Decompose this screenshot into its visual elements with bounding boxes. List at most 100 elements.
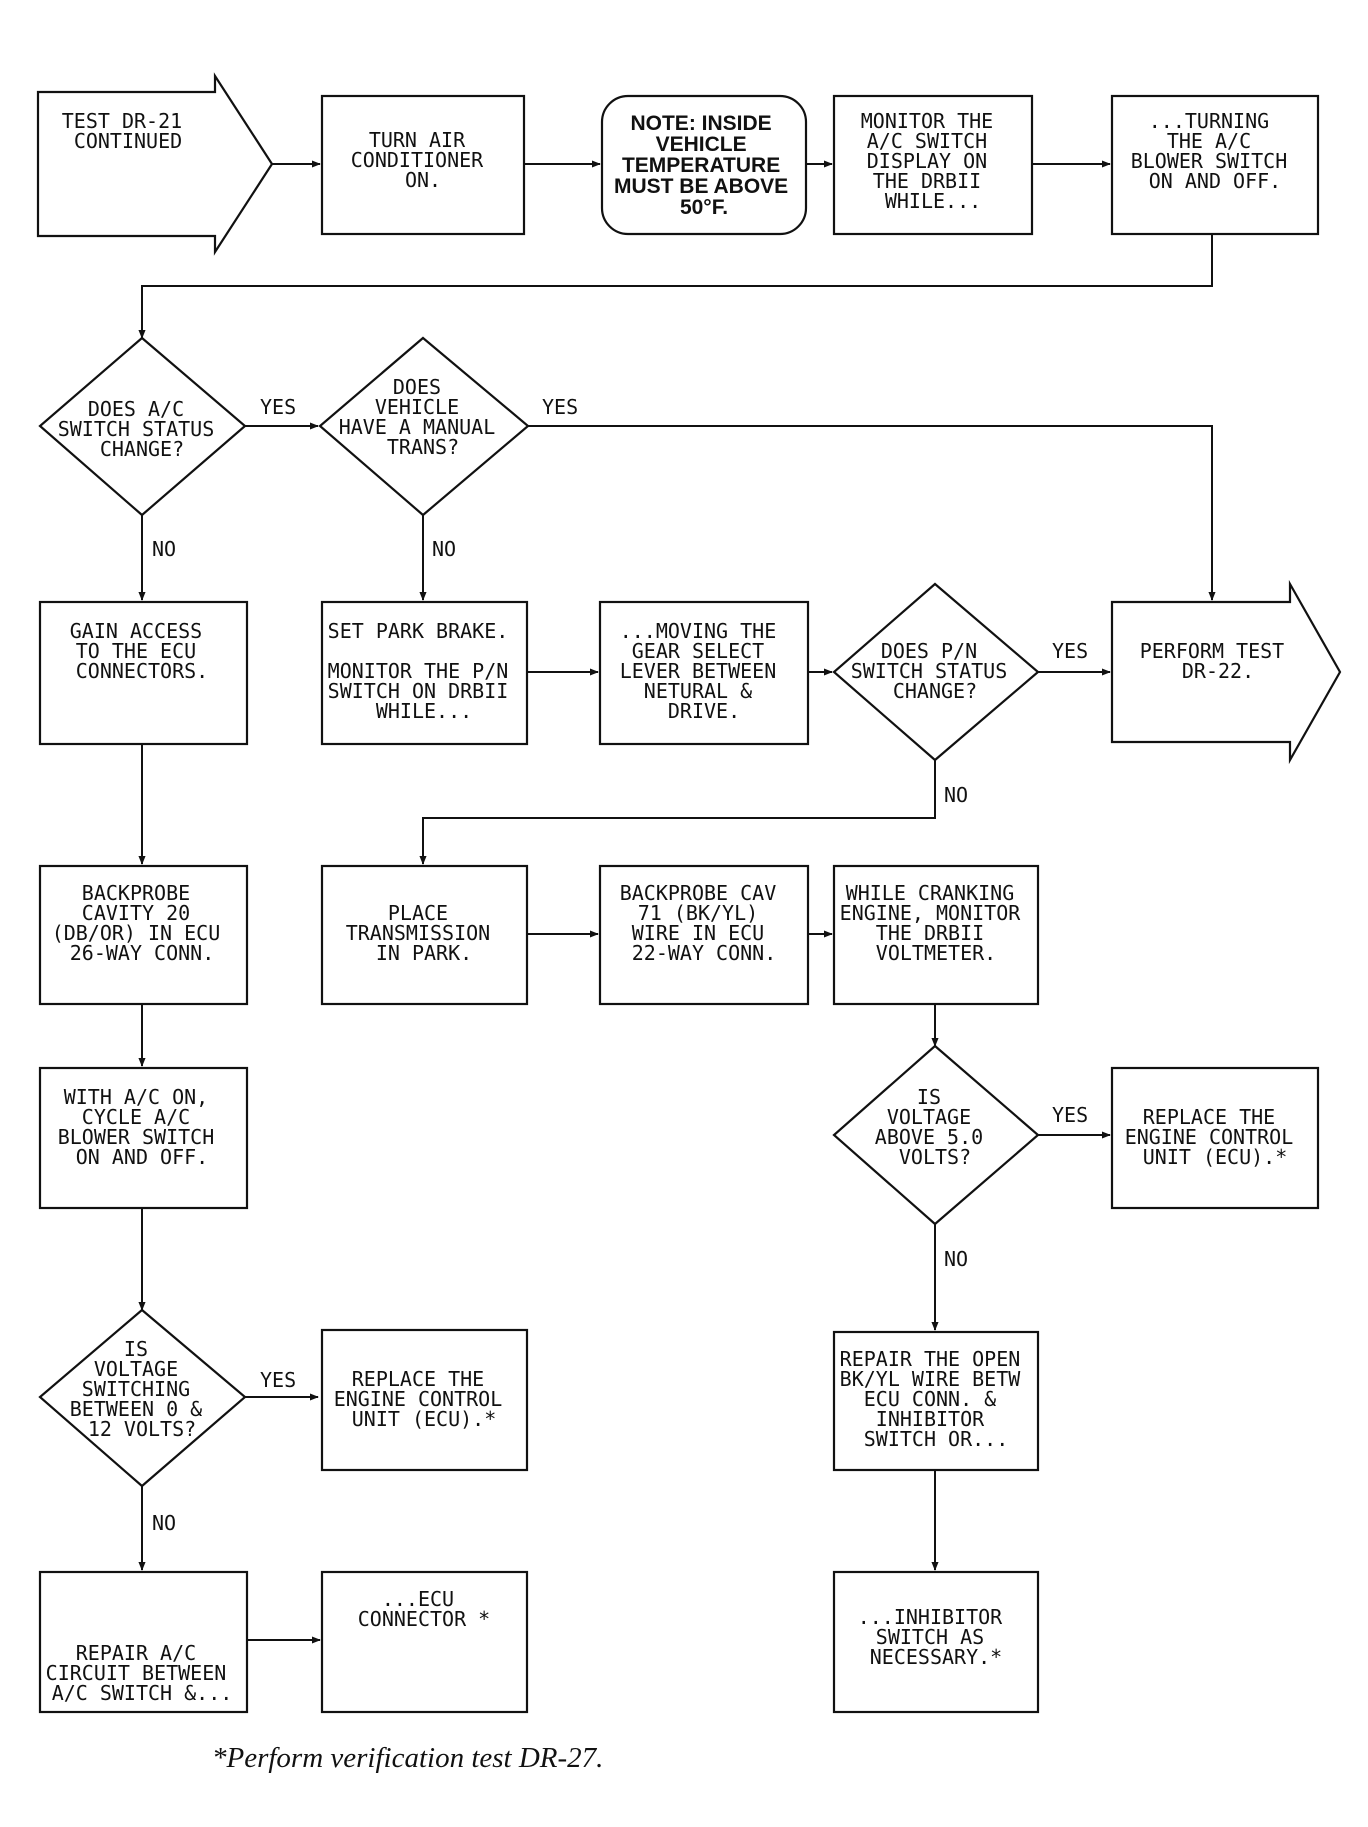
ecu-connector-box — [320, 1570, 529, 1714]
gain-access-text: GAIN ACCESS TO THE ECU CONNECTORS. — [70, 619, 215, 683]
backprobe71-line: WIRE IN ECU — [632, 921, 764, 945]
backprobe20-line: (DB/OR) IN ECU — [52, 921, 221, 945]
edge-manual-yes — [528, 425, 1216, 601]
repair-ac-line: REPAIR A/C — [76, 1641, 196, 1665]
park-brake-line: SET PARK BRAKE. — [328, 619, 509, 643]
label-yes-manual: YES — [542, 395, 578, 419]
ac-status-line: SWITCH STATUS — [58, 417, 215, 441]
voltage-5-line: ABOVE 5.0 — [875, 1125, 983, 1149]
manual-trans-line: VEHICLE — [375, 395, 459, 419]
note-line: TEMPERATURE — [622, 154, 780, 177]
moving-gear-line: ...MOVING THE — [620, 619, 777, 643]
edge-labels: YES YES NO NO YES NO YES NO YES NO — [152, 395, 1088, 1535]
place-trans-line: IN PARK. — [376, 941, 472, 965]
inhibitor-line: ...INHIBITOR — [858, 1605, 1003, 1629]
footnote: *Perform verification test DR-27. — [212, 1742, 603, 1774]
cycle-blower-box — [38, 1066, 249, 1210]
note-text: NOTE: INSIDE VEHICLE TEMPERATURE MUST BE… — [614, 112, 794, 219]
start-text: TEST DR-21 CONTINUED — [62, 109, 194, 153]
monitor-ac-text: MONITOR THE A/C SWITCH DISPLAY ON THE DR… — [861, 109, 1006, 213]
cycle-blower-text: WITH A/C ON, CYCLE A/C BLOWER SWITCH ON … — [58, 1085, 227, 1169]
manual-trans-line: HAVE A MANUAL — [339, 415, 496, 439]
monitor-ac-line: THE DRBII — [873, 169, 981, 193]
repair-ac-text: REPAIR A/C CIRCUIT BETWEEN A/C SWITCH &.… — [46, 1641, 239, 1705]
inhibitor-box — [832, 1570, 1040, 1714]
voltage-5-text: IS VOLTAGE ABOVE 5.0 VOLTS? — [875, 1085, 995, 1169]
connectors — [138, 160, 1216, 1644]
gain-access-line: GAIN ACCESS — [70, 619, 202, 643]
label-no-switching: NO — [152, 1511, 176, 1535]
replace-ecu-right-line: UNIT (ECU).* — [1143, 1145, 1288, 1169]
moving-gear-line: LEVER BETWEEN — [620, 659, 777, 683]
edge-pn-no — [419, 760, 936, 865]
replace-ecu-left-line: ENGINE CONTROL — [334, 1387, 503, 1411]
repair-open-line: REPAIR THE OPEN — [840, 1347, 1021, 1371]
repair-open-line: SWITCH OR... — [864, 1427, 1009, 1451]
edge-turning-acstatus — [138, 234, 1213, 339]
moving-gear-line: NETURAL & — [644, 679, 752, 703]
replace-ecu-left-box — [320, 1328, 529, 1472]
backprobe71-line: 22-WAY CONN. — [632, 941, 777, 965]
monitor-ac-box — [832, 94, 1034, 236]
gain-access-box — [38, 600, 249, 746]
repair-ac-box — [38, 1570, 249, 1714]
repair-ac-line: A/C SWITCH &... — [52, 1681, 233, 1705]
backprobe71-line: BACKPROBE CAV — [620, 881, 777, 905]
turn-ac-box — [320, 94, 526, 236]
perform-dr22-text: PERFORM TEST DR-22. — [1140, 639, 1297, 683]
ecu-connector-line: CONNECTOR * — [358, 1607, 490, 1631]
repair-open-text: REPAIR THE OPEN BK/YL WIRE BETW ECU CONN… — [840, 1347, 1033, 1451]
moving-gear-box — [598, 600, 810, 746]
manual-trans-text: DOES VEHICLE HAVE A MANUAL TRANS? — [339, 375, 508, 459]
manual-trans-diamond — [318, 336, 530, 517]
monitor-ac-line: MONITOR THE — [861, 109, 993, 133]
voltage-switching-text: IS VOLTAGE SWITCHING BETWEEN 0 & 12 VOLT… — [70, 1337, 215, 1441]
note-box — [600, 94, 808, 236]
cranking-line: THE DRBII — [876, 921, 984, 945]
ac-status-text: DOES A/C SWITCH STATUS CHANGE? — [58, 397, 227, 461]
cycle-blower-line: BLOWER SWITCH — [58, 1125, 215, 1149]
inhibitor-line: NECESSARY.* — [870, 1645, 1002, 1669]
voltage-switching-line: 12 VOLTS? — [88, 1417, 196, 1441]
repair-open-line: INHIBITOR — [876, 1407, 985, 1431]
label-no-pn: NO — [944, 783, 968, 807]
ac-status-line: DOES A/C — [88, 397, 184, 421]
repair-ac-line: CIRCUIT BETWEEN — [46, 1661, 227, 1685]
park-brake-box — [320, 600, 529, 746]
replace-ecu-left-text: REPLACE THE ENGINE CONTROL UNIT (ECU).* — [334, 1367, 515, 1431]
label-yes-acstatus: YES — [260, 395, 296, 419]
replace-ecu-left-line: UNIT (ECU).* — [352, 1407, 497, 1431]
pn-status-text: DOES P/N SWITCH STATUS CHANGE? — [851, 639, 1020, 703]
cranking-box — [832, 864, 1040, 1006]
voltage-5-line: VOLTAGE — [887, 1105, 971, 1129]
manual-trans-line: TRANS? — [387, 435, 459, 459]
park-brake-line: MONITOR THE P/N — [328, 659, 509, 683]
park-brake-line: WHILE... — [376, 699, 472, 723]
label-no-manual: NO — [432, 537, 456, 561]
perform-dr22-line: PERFORM TEST — [1140, 639, 1285, 663]
park-brake-text: SET PARK BRAKE. MONITOR THE P/N SWITCH O… — [328, 619, 521, 723]
replace-ecu-left-line: REPLACE THE — [352, 1367, 484, 1391]
label-no-acstatus: NO — [152, 537, 176, 561]
gain-access-line: CONNECTORS. — [76, 659, 208, 683]
voltage-switching-line: BETWEEN 0 & — [70, 1397, 202, 1421]
label-no-voltage: NO — [944, 1247, 968, 1271]
cycle-blower-line: ON AND OFF. — [76, 1145, 208, 1169]
perform-dr22-line: DR-22. — [1182, 659, 1254, 683]
label-yes-switching: YES — [260, 1368, 296, 1392]
replace-ecu-right-box — [1110, 1066, 1320, 1210]
manual-trans-line: DOES — [393, 375, 441, 399]
node-texts: TEST DR-21 CONTINUED TURN AIR CONDITIONE… — [46, 109, 1297, 1705]
turning-blower-line: ON AND OFF. — [1149, 169, 1281, 193]
cycle-blower-line: CYCLE A/C — [82, 1105, 190, 1129]
voltage-5-line: VOLTS? — [899, 1145, 971, 1169]
place-trans-line: TRANSMISSION — [346, 921, 491, 945]
monitor-ac-line: DISPLAY ON — [867, 149, 987, 173]
start-line: CONTINUED — [74, 129, 182, 153]
repair-open-line: ECU CONN. & — [864, 1387, 996, 1411]
backprobe71-line: 71 (BK/YL) — [638, 901, 758, 925]
start-line: TEST DR-21 — [62, 109, 182, 133]
ecu-connector-text: ...ECU CONNECTOR * — [358, 1587, 490, 1631]
